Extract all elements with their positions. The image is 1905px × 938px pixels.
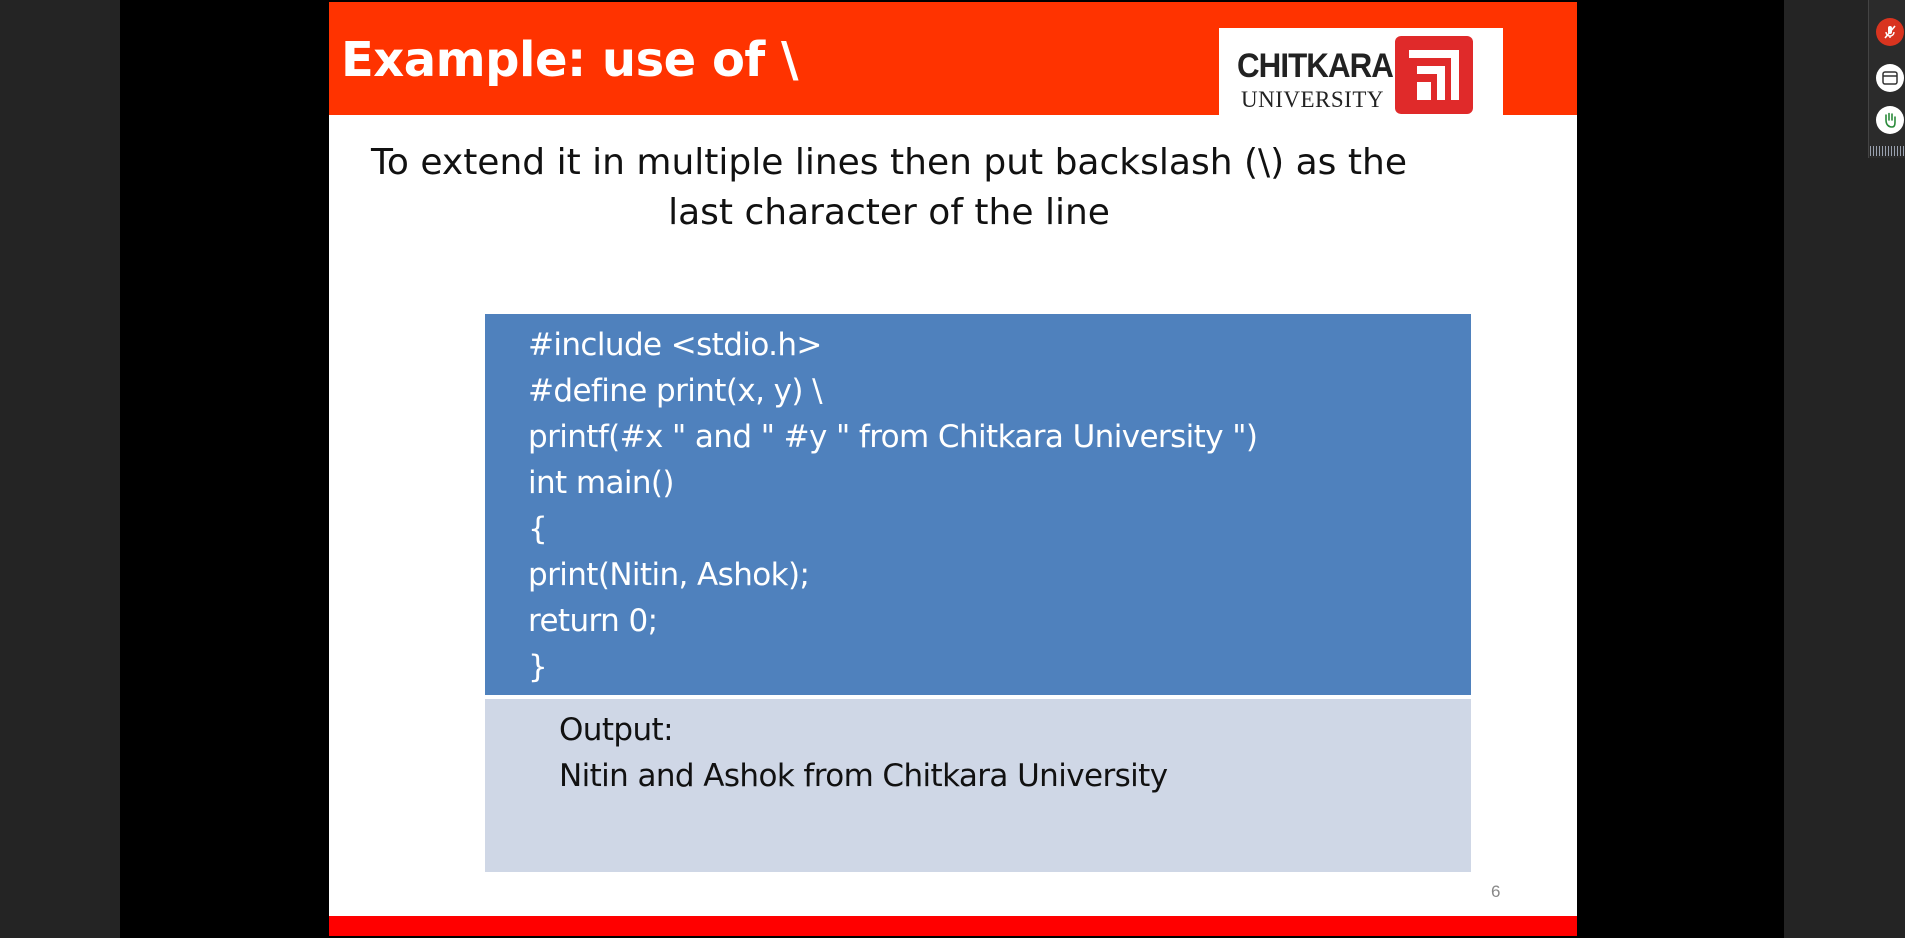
slide: Example: use of \ CHITKARA UNIVERSITY To… <box>329 2 1577 936</box>
logo-mark-icon <box>1395 36 1473 114</box>
code-line: #include <stdio.h> <box>528 327 822 363</box>
window-icon[interactable] <box>1876 64 1904 92</box>
slide-title: Example: use of \ <box>341 32 799 88</box>
chitkara-logo: CHITKARA UNIVERSITY <box>1219 28 1503 116</box>
code-line: #define print(x, y) \ <box>528 373 823 409</box>
code-line: print(Nitin, Ashok); <box>528 557 810 593</box>
slide-page-number: 6 <box>1491 882 1501 901</box>
meeting-side-toolbar <box>1868 0 1905 158</box>
mic-muted-icon[interactable] <box>1876 18 1904 46</box>
slide-bottom-bar <box>329 916 1577 936</box>
logo-name: CHITKARA <box>1237 47 1394 85</box>
output-label: Output: <box>559 712 674 748</box>
code-line: printf(#x " and " #y " from Chitkara Uni… <box>528 419 1258 455</box>
code-line: int main() <box>528 465 675 501</box>
code-line: { <box>528 511 548 547</box>
code-lines: #include <stdio.h> #define print(x, y) \… <box>528 322 1258 690</box>
slide-subtitle: To extend it in multiple lines then put … <box>371 142 1407 233</box>
output-box: Output: Nitin and Ashok from Chitkara Un… <box>485 699 1471 872</box>
code-line: return 0; <box>528 603 658 639</box>
raise-hand-icon[interactable] <box>1876 106 1904 134</box>
toolbar-grip[interactable] <box>1870 146 1905 156</box>
code-box: #include <stdio.h> #define print(x, y) \… <box>485 314 1471 695</box>
code-line: } <box>528 649 548 685</box>
logo-sub: UNIVERSITY <box>1241 87 1384 112</box>
slide-title-bar: Example: use of \ CHITKARA UNIVERSITY <box>329 2 1577 116</box>
output-text: Nitin and Ashok from Chitkara University <box>559 758 1168 794</box>
